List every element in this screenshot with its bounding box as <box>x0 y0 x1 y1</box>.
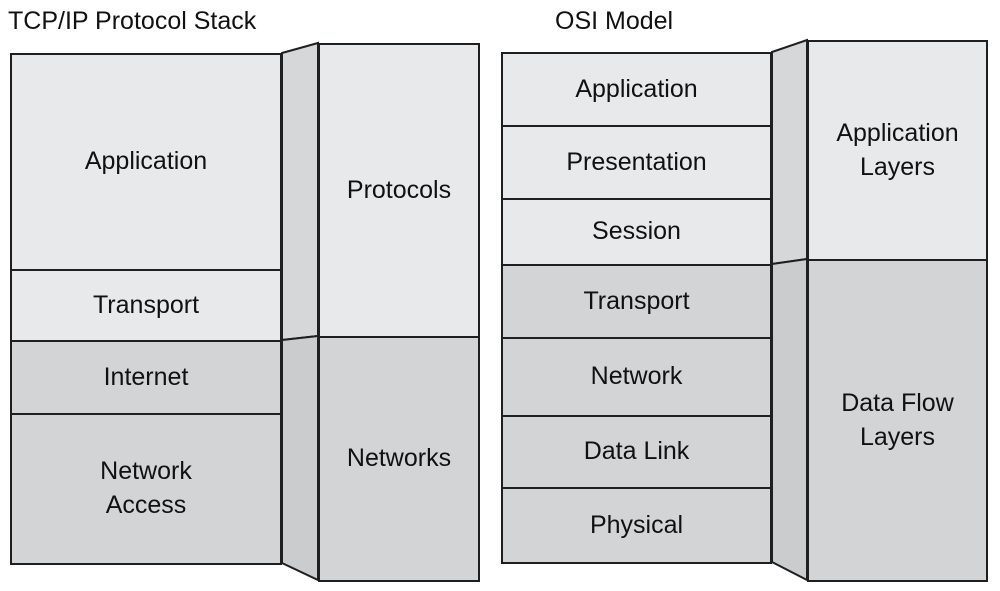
tcpip-title: TCP/IP Protocol Stack <box>8 7 257 35</box>
tcpip-group-protocols-label: Protocols <box>346 175 452 204</box>
tcpip-layer-internet: Internet <box>10 340 282 415</box>
tcpip-layer-network-access-label: Network Access <box>100 457 192 519</box>
tcpip-layer-network-access: Network Access <box>10 413 282 565</box>
osi-group-application-layers-label: Application Layers <box>836 118 959 181</box>
osi-group-data-flow-layers: Data Flow Layers <box>807 259 988 582</box>
tcpip-layer-application: Application <box>10 53 282 271</box>
osi-layer-application-label: Application <box>575 74 698 103</box>
tcpip-layer-transport: Transport <box>10 269 282 342</box>
osi-layer-transport: Transport <box>501 264 772 339</box>
tcpip-group-networks: Networks <box>318 336 480 582</box>
osi-layer-physical-label: Physical <box>589 510 684 539</box>
osi-title: OSI Model <box>555 7 674 35</box>
osi-side-upper <box>771 38 808 266</box>
tcpip-layer-transport-label: Transport <box>92 290 200 319</box>
osi-layer-presentation-label: Presentation <box>566 147 707 176</box>
tcpip-layer-internet-label: Internet <box>103 362 189 391</box>
osi-group-application-layers: Application Layers <box>807 40 988 261</box>
osi-layer-data-link: Data Link <box>501 415 772 489</box>
tcpip-group-networks-label: Networks <box>346 444 452 473</box>
tcpip-layer-application-label: Application <box>84 147 208 176</box>
osi-layer-transport-label: Transport <box>583 286 690 315</box>
osi-layer-physical: Physical <box>501 487 772 564</box>
osi-group-data-flow-layers-label: Data Flow Layers <box>841 388 954 451</box>
osi-layer-session: Session <box>501 198 772 266</box>
tcpip-group-protocols: Protocols <box>318 43 480 338</box>
osi-layer-network-label: Network <box>590 362 683 391</box>
osi-layer-presentation: Presentation <box>501 125 772 200</box>
osi-layer-network: Network <box>501 337 772 417</box>
tcpip-side-lower <box>281 334 319 582</box>
tcpip-side-upper <box>281 41 319 342</box>
osi-layer-data-link-label: Data Link <box>583 437 690 466</box>
osi-side-lower <box>771 257 808 582</box>
osi-layer-application: Application <box>501 52 772 127</box>
osi-layer-session-label: Session <box>592 217 681 246</box>
